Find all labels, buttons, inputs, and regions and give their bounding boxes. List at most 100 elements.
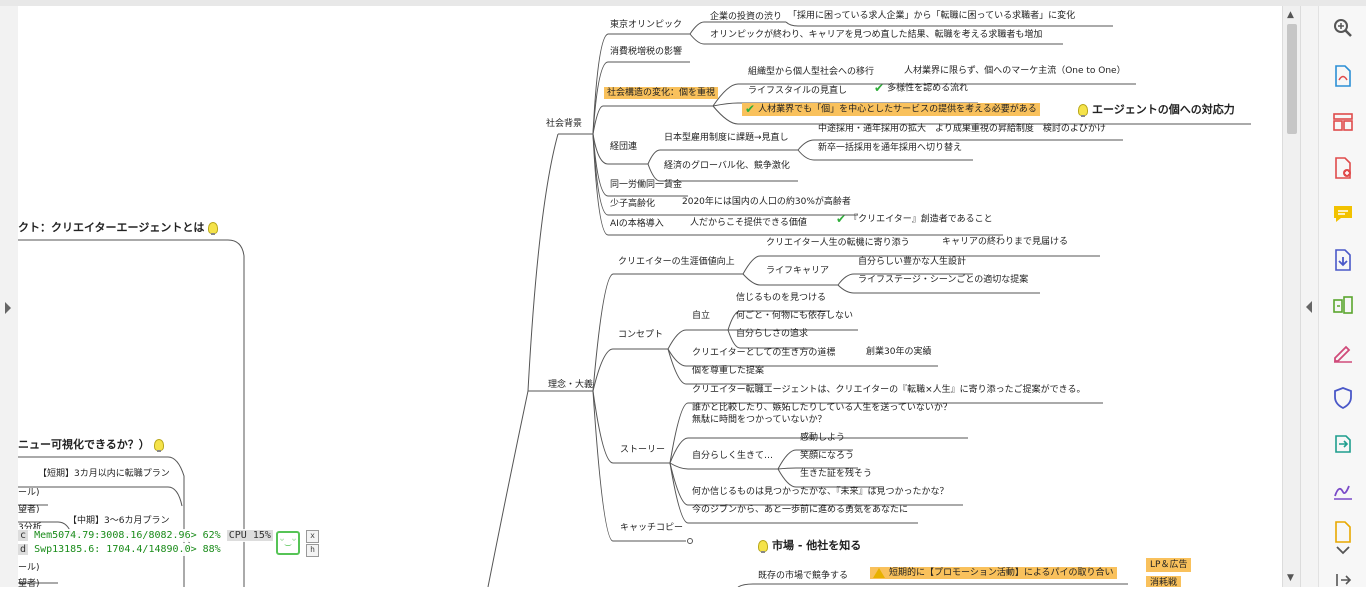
- aging-node[interactable]: 少子高齢化: [610, 199, 656, 209]
- scrollbar-thumb[interactable]: [1287, 24, 1297, 134]
- combine-files-icon[interactable]: [1331, 248, 1355, 272]
- attrition-tag[interactable]: 消耗戦: [1146, 576, 1182, 587]
- fragment-node[interactable]: 望者): [18, 505, 40, 515]
- warning-icon: [873, 567, 885, 578]
- be-moved-node[interactable]: 感動しよう: [800, 433, 846, 443]
- olympics-node[interactable]: 東京オリンピック: [610, 20, 683, 30]
- fragment-node[interactable]: ール): [18, 488, 40, 498]
- individual-service-node[interactable]: ✔人材業界でも「個」を中心としたサービスの提供を考える必要がある: [742, 103, 1040, 116]
- mid-career-node[interactable]: 中途採用・通年採用の拡大 より成果重視の昇給制度 検討のよびかけ: [818, 124, 1106, 134]
- organize-pages-icon[interactable]: [1331, 110, 1355, 134]
- agent-individual-node[interactable]: エージェントの個への対応力: [1078, 103, 1235, 117]
- employment-review-node[interactable]: 日本型雇用制度に課題→見直し: [664, 133, 789, 143]
- collapse-panel-icon[interactable]: [1331, 568, 1355, 586]
- mindmap-connectors: [18, 21, 1251, 587]
- compress-icon[interactable]: [1331, 294, 1355, 318]
- no-dependence-node[interactable]: 何ごと・何物にも依存しない: [736, 311, 854, 321]
- mid-term-plan-node[interactable]: 【中期】3〜6カ月プラン: [68, 516, 170, 526]
- scroll-down-icon[interactable]: ▼: [1287, 573, 1294, 583]
- short-term-promotion-node[interactable]: 短期的に【プロモーション活動】によるパイの取り合い: [870, 567, 1117, 579]
- agent-individual-text: エージェントの個への対応力: [1092, 103, 1235, 116]
- create-pdf-icon[interactable]: [1331, 156, 1355, 180]
- keidanren-node[interactable]: 経団連: [610, 142, 638, 152]
- existing-market-node[interactable]: 既存の市場で競争する: [758, 571, 849, 581]
- monitor-hide-button[interactable]: h: [306, 544, 319, 557]
- fill-sign-icon[interactable]: [1331, 340, 1355, 364]
- creator-way-node[interactable]: クリエイターとしての生き方の道標: [692, 348, 836, 358]
- career-end-node[interactable]: キャリアの終わりまで見届ける: [942, 237, 1069, 247]
- vertical-scrollbar[interactable]: ▲ ▼: [1282, 6, 1301, 587]
- central-topic-text: クト：クリエイターエージェントとは: [18, 221, 205, 234]
- swap-label: d: [18, 544, 29, 555]
- collapse-node-handle[interactable]: [687, 538, 693, 544]
- more-tools-chevron-icon[interactable]: [1331, 538, 1355, 555]
- central-topic[interactable]: クト：クリエイターエージェントとは: [18, 221, 222, 235]
- tax-node[interactable]: 消費税増税の影響: [610, 47, 683, 57]
- mindmap-canvas[interactable]: クト：クリエイターエージェントとは ニュー可視化できるか？） 【短期】3カ月以内…: [18, 6, 1282, 587]
- social-background-node[interactable]: 社会背景: [546, 119, 583, 129]
- signature-icon[interactable]: [1331, 478, 1355, 502]
- tools-panel: [1318, 6, 1366, 587]
- check-icon: ✔: [836, 212, 847, 226]
- smile-node[interactable]: 笑顔になろう: [800, 451, 855, 461]
- live-yourself-node[interactable]: 自分らしく生きて…: [692, 451, 774, 461]
- comment-icon[interactable]: [1331, 202, 1355, 226]
- investment-node[interactable]: 企業の投資の渋り: [710, 12, 783, 22]
- diversity-node[interactable]: ✔多様性を認める流れ: [874, 82, 968, 95]
- globalization-node[interactable]: 経済のグローバル化、競争激化: [664, 161, 790, 171]
- story-line-5[interactable]: 今のジブンから、あと一歩前に進める勇気をあなたに: [692, 505, 909, 515]
- lightbulb-icon: [1078, 104, 1088, 117]
- lp-ad-tag[interactable]: LP＆広告: [1146, 558, 1192, 572]
- story-line-4[interactable]: 何か信じるものは見つかったかな、『未来』は見つかったかな？: [692, 487, 949, 497]
- graduate-hiring-node[interactable]: 新卒一括採用を通年採用へ切り替え: [818, 143, 963, 153]
- right-panel-toggle[interactable]: [1300, 6, 1319, 587]
- story-line-2b[interactable]: 無駄に時間をつかっていないか？: [692, 415, 827, 425]
- respect-node[interactable]: 個を尊重した提案: [692, 366, 765, 376]
- fragment-node[interactable]: 望者): [18, 579, 40, 587]
- check-icon: ✔: [874, 81, 885, 95]
- ai-node[interactable]: AIの本格導入: [610, 219, 664, 229]
- proof-of-life-node[interactable]: 生きた証を残そう: [800, 469, 873, 479]
- concept-node[interactable]: コンセプト: [618, 330, 664, 340]
- monitor-close-button[interactable]: x: [306, 530, 319, 543]
- individual-society-node[interactable]: 組織型から個人型社会への移行: [748, 67, 875, 77]
- export-pdf-icon[interactable]: [1331, 64, 1355, 88]
- fragment-node[interactable]: ール): [18, 563, 40, 573]
- self-pursuit-node[interactable]: 自分らしさの追求: [736, 329, 809, 339]
- life-career-node[interactable]: ライフキャリア: [766, 266, 830, 276]
- one-to-one-node[interactable]: 人材業界に限らず、個へのマーケ主流（One to One）: [904, 66, 1126, 76]
- creator-node[interactable]: ✔『クリエイター』創造者であること: [836, 213, 993, 226]
- story-line-1[interactable]: クリエイター転職エージェントは、クリエイターの『転職×人生』に寄り添ったご提案が…: [692, 385, 1086, 395]
- founded-node[interactable]: 創業30年の実績: [866, 347, 932, 357]
- life-stage-node[interactable]: ライフステージ・シーンごとの適切な提案: [858, 275, 1029, 285]
- turning-point-node[interactable]: クリエイター人生の転機に寄り添う: [766, 238, 910, 248]
- story-node[interactable]: ストーリー: [620, 445, 666, 455]
- human-value-node[interactable]: 人だからこそ提供できる価値: [690, 218, 807, 228]
- shift-node[interactable]: 「採用に困っている求人企業」から「転職に困っている求職者」に変化: [788, 11, 1076, 21]
- catch-copy-node[interactable]: キャッチコピー: [620, 523, 684, 533]
- lifetime-value-node[interactable]: クリエイターの生涯価値向上: [618, 257, 735, 267]
- life-design-node[interactable]: 自分らしい豊かな人生設計: [858, 257, 967, 267]
- lifestyle-node[interactable]: ライフスタイルの見直し: [748, 86, 848, 96]
- post-olympics-node[interactable]: オリンピックが終わり、キャリアを見つめ直した結果、転職を考える求職者も増加: [710, 30, 1043, 40]
- equal-pay-node[interactable]: 同一労働同一賃金: [610, 180, 683, 190]
- independence-node[interactable]: 自立: [692, 311, 711, 321]
- cpu-text: CPU 15%: [226, 530, 273, 541]
- fragment-node[interactable]: 3分析: [18, 523, 42, 533]
- market-node[interactable]: 市場 - 他社を知る: [758, 539, 861, 553]
- send-icon[interactable]: [1331, 520, 1355, 544]
- left-panel-toggle[interactable]: [0, 6, 19, 587]
- philosophy-node[interactable]: 理念・大義: [548, 380, 594, 390]
- visualize-question-node[interactable]: ニュー可視化できるか？）: [18, 438, 168, 452]
- aging-stat-node[interactable]: 2020年には国内の人口の約30%が高齢者: [682, 197, 851, 207]
- protect-icon[interactable]: [1331, 386, 1355, 410]
- convert-icon[interactable]: [1331, 432, 1355, 456]
- expand-left-icon: [5, 302, 11, 314]
- story-line-2a[interactable]: 誰かと比較したり、嫉妬したりしている人生を送っていないか？: [692, 403, 952, 413]
- zoom-icon[interactable]: [1331, 16, 1355, 40]
- short-term-plan-node[interactable]: 【短期】3カ月以内に転職プラン: [38, 469, 170, 479]
- believe-node[interactable]: 信じるものを見つける: [736, 293, 827, 303]
- scroll-up-icon[interactable]: ▲: [1287, 10, 1294, 20]
- diversity-text: 多様性を認める流れ: [887, 83, 969, 94]
- social-structure-node[interactable]: 社会構造の変化：個を重視: [604, 87, 719, 99]
